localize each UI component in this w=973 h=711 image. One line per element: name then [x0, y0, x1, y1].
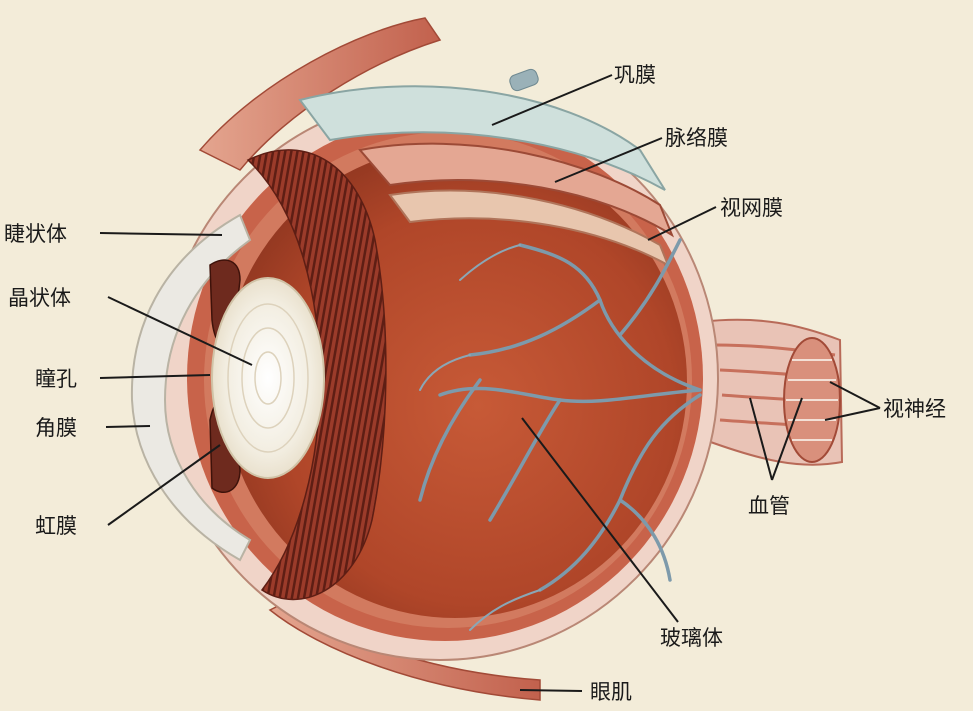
- label-ciliary-body: 睫状体: [4, 222, 67, 246]
- label-pupil: 瞳孔: [35, 367, 77, 391]
- leader-muscle: [520, 690, 582, 691]
- label-lens: 晶状体: [8, 286, 71, 310]
- leader-cornea: [106, 426, 150, 427]
- label-eye-muscle: 眼肌: [590, 680, 632, 704]
- label-optic-nerve: 视神经: [883, 397, 946, 421]
- label-vitreous-body: 玻璃体: [660, 626, 723, 650]
- label-retina: 视网膜: [720, 196, 783, 220]
- label-blood-vessels: 血管: [748, 494, 790, 518]
- label-iris: 虹膜: [35, 514, 77, 538]
- label-sclera: 巩膜: [614, 63, 656, 87]
- label-cornea: 角膜: [35, 416, 77, 440]
- label-choroid: 脉络膜: [665, 126, 728, 150]
- lens: [212, 278, 324, 478]
